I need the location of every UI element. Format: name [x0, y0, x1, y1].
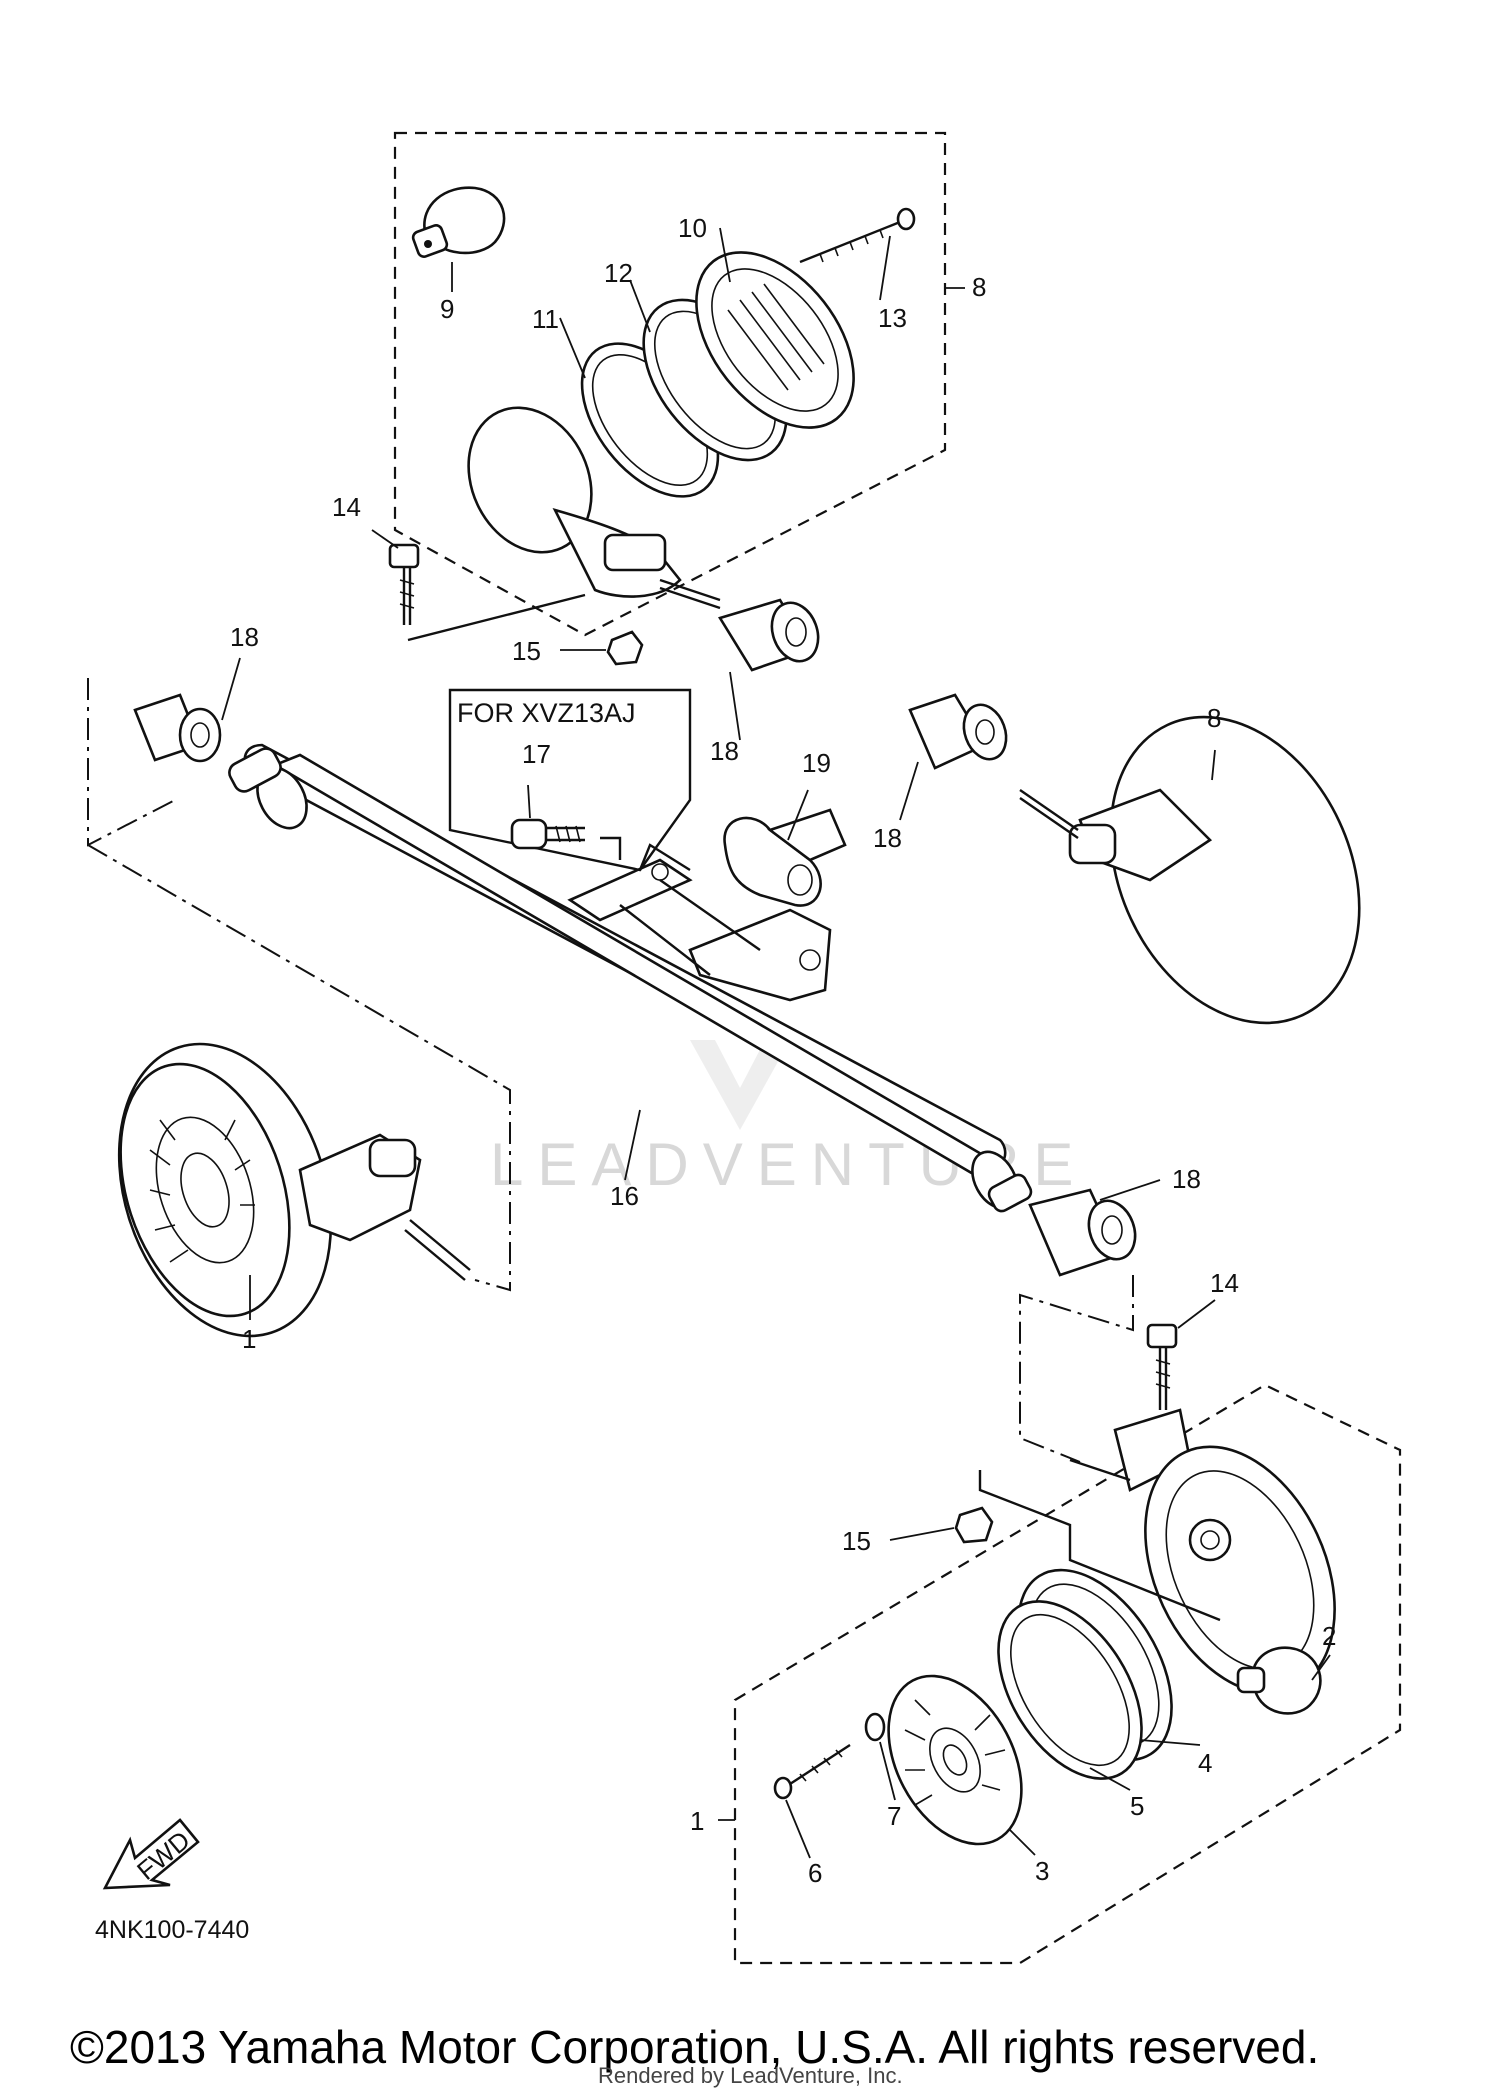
bulb-upper [411, 186, 506, 258]
screw-13 [799, 207, 916, 264]
leader-right [1019, 1275, 1134, 1463]
bolt-14-lower [1146, 1323, 1178, 1410]
screw-6 [773, 1743, 851, 1800]
callout-6: 6 [808, 1858, 822, 1888]
lens-10 [695, 251, 855, 429]
leader-left-lower [87, 844, 511, 1292]
washer-7 [864, 1712, 886, 1742]
ring-5 [997, 1600, 1143, 1780]
callout-13: 13 [878, 303, 907, 333]
left-turn-signal [117, 1042, 471, 1338]
callout-9: 9 [440, 294, 454, 324]
grommet-18-upper [718, 598, 820, 672]
callout-17: 17 [522, 739, 551, 769]
callout-3: 3 [1035, 1856, 1049, 1886]
callout-2: 2 [1322, 1621, 1336, 1651]
nut-15-upper [606, 630, 644, 666]
callout-18: 18 [710, 736, 739, 766]
copyright-text: ©2013 Yamaha Motor Corporation, U.S.A. A… [70, 2021, 1319, 2073]
callout-14: 14 [332, 492, 361, 522]
assembly-8-outline [393, 131, 947, 637]
callout-1: 1 [242, 1324, 256, 1354]
nut-15-lower [954, 1506, 994, 1544]
rendered-by-text: Rendered by LeadVenture, Inc. [598, 2063, 903, 2088]
callout-10: 10 [678, 213, 707, 243]
callout-7: 7 [887, 1801, 901, 1831]
bolt-17 [510, 818, 585, 850]
callout-1: 1 [690, 1806, 704, 1836]
callout-19: 19 [802, 748, 831, 778]
grommet-18-left [133, 693, 222, 763]
lens-3 [887, 1674, 1023, 1846]
callout-5: 5 [1130, 1791, 1144, 1821]
callout-11: 11 [532, 304, 559, 334]
stay-bar-16 [228, 743, 1033, 1213]
note-box-label: FOR XVZ13AJ [457, 698, 636, 728]
callout-12: 12 [604, 258, 633, 288]
callout-18: 18 [230, 622, 259, 652]
grommet-18-lower [1028, 1188, 1137, 1277]
callouts: 1 1 2 3 4 5 6 7 8 8 9 10 11 12 13 14 14 … [230, 213, 1336, 1888]
callout-18: 18 [873, 823, 902, 853]
callout-8: 8 [1207, 703, 1221, 733]
callout-4: 4 [1198, 1748, 1212, 1778]
mount-bracket [567, 858, 832, 1002]
callout-14: 14 [1210, 1268, 1239, 1298]
bolt-14-upper [388, 543, 420, 625]
fwd-arrow-icon [102, 1818, 200, 1890]
callout-8: 8 [972, 272, 986, 302]
right-turn-signal [1019, 715, 1361, 1025]
callout-18: 18 [1172, 1164, 1201, 1194]
watermark-logo [690, 1040, 790, 1130]
assembly-1-outline [733, 1383, 1402, 1965]
callout-16: 16 [610, 1181, 639, 1211]
grommet-18-right [908, 693, 1008, 770]
upper-lens-housing [467, 406, 721, 610]
callout-15: 15 [512, 636, 541, 666]
clamp-19 [723, 808, 847, 907]
note-box [448, 688, 692, 872]
drawing-code: 4NK100-7440 [95, 1916, 249, 1944]
callout-15: 15 [842, 1526, 871, 1556]
